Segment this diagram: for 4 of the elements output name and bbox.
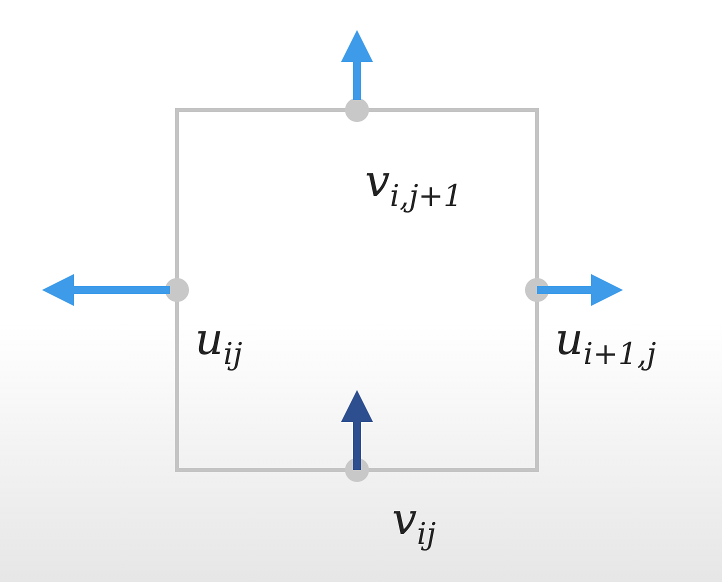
math-label: u$_{ij}$ [195, 318, 242, 370]
math-label: u$_{i+1,j}$ [555, 318, 656, 370]
math-label: v$_{i,j+1}$ [365, 160, 463, 212]
math-label: v$_{ij}$ [392, 498, 436, 550]
